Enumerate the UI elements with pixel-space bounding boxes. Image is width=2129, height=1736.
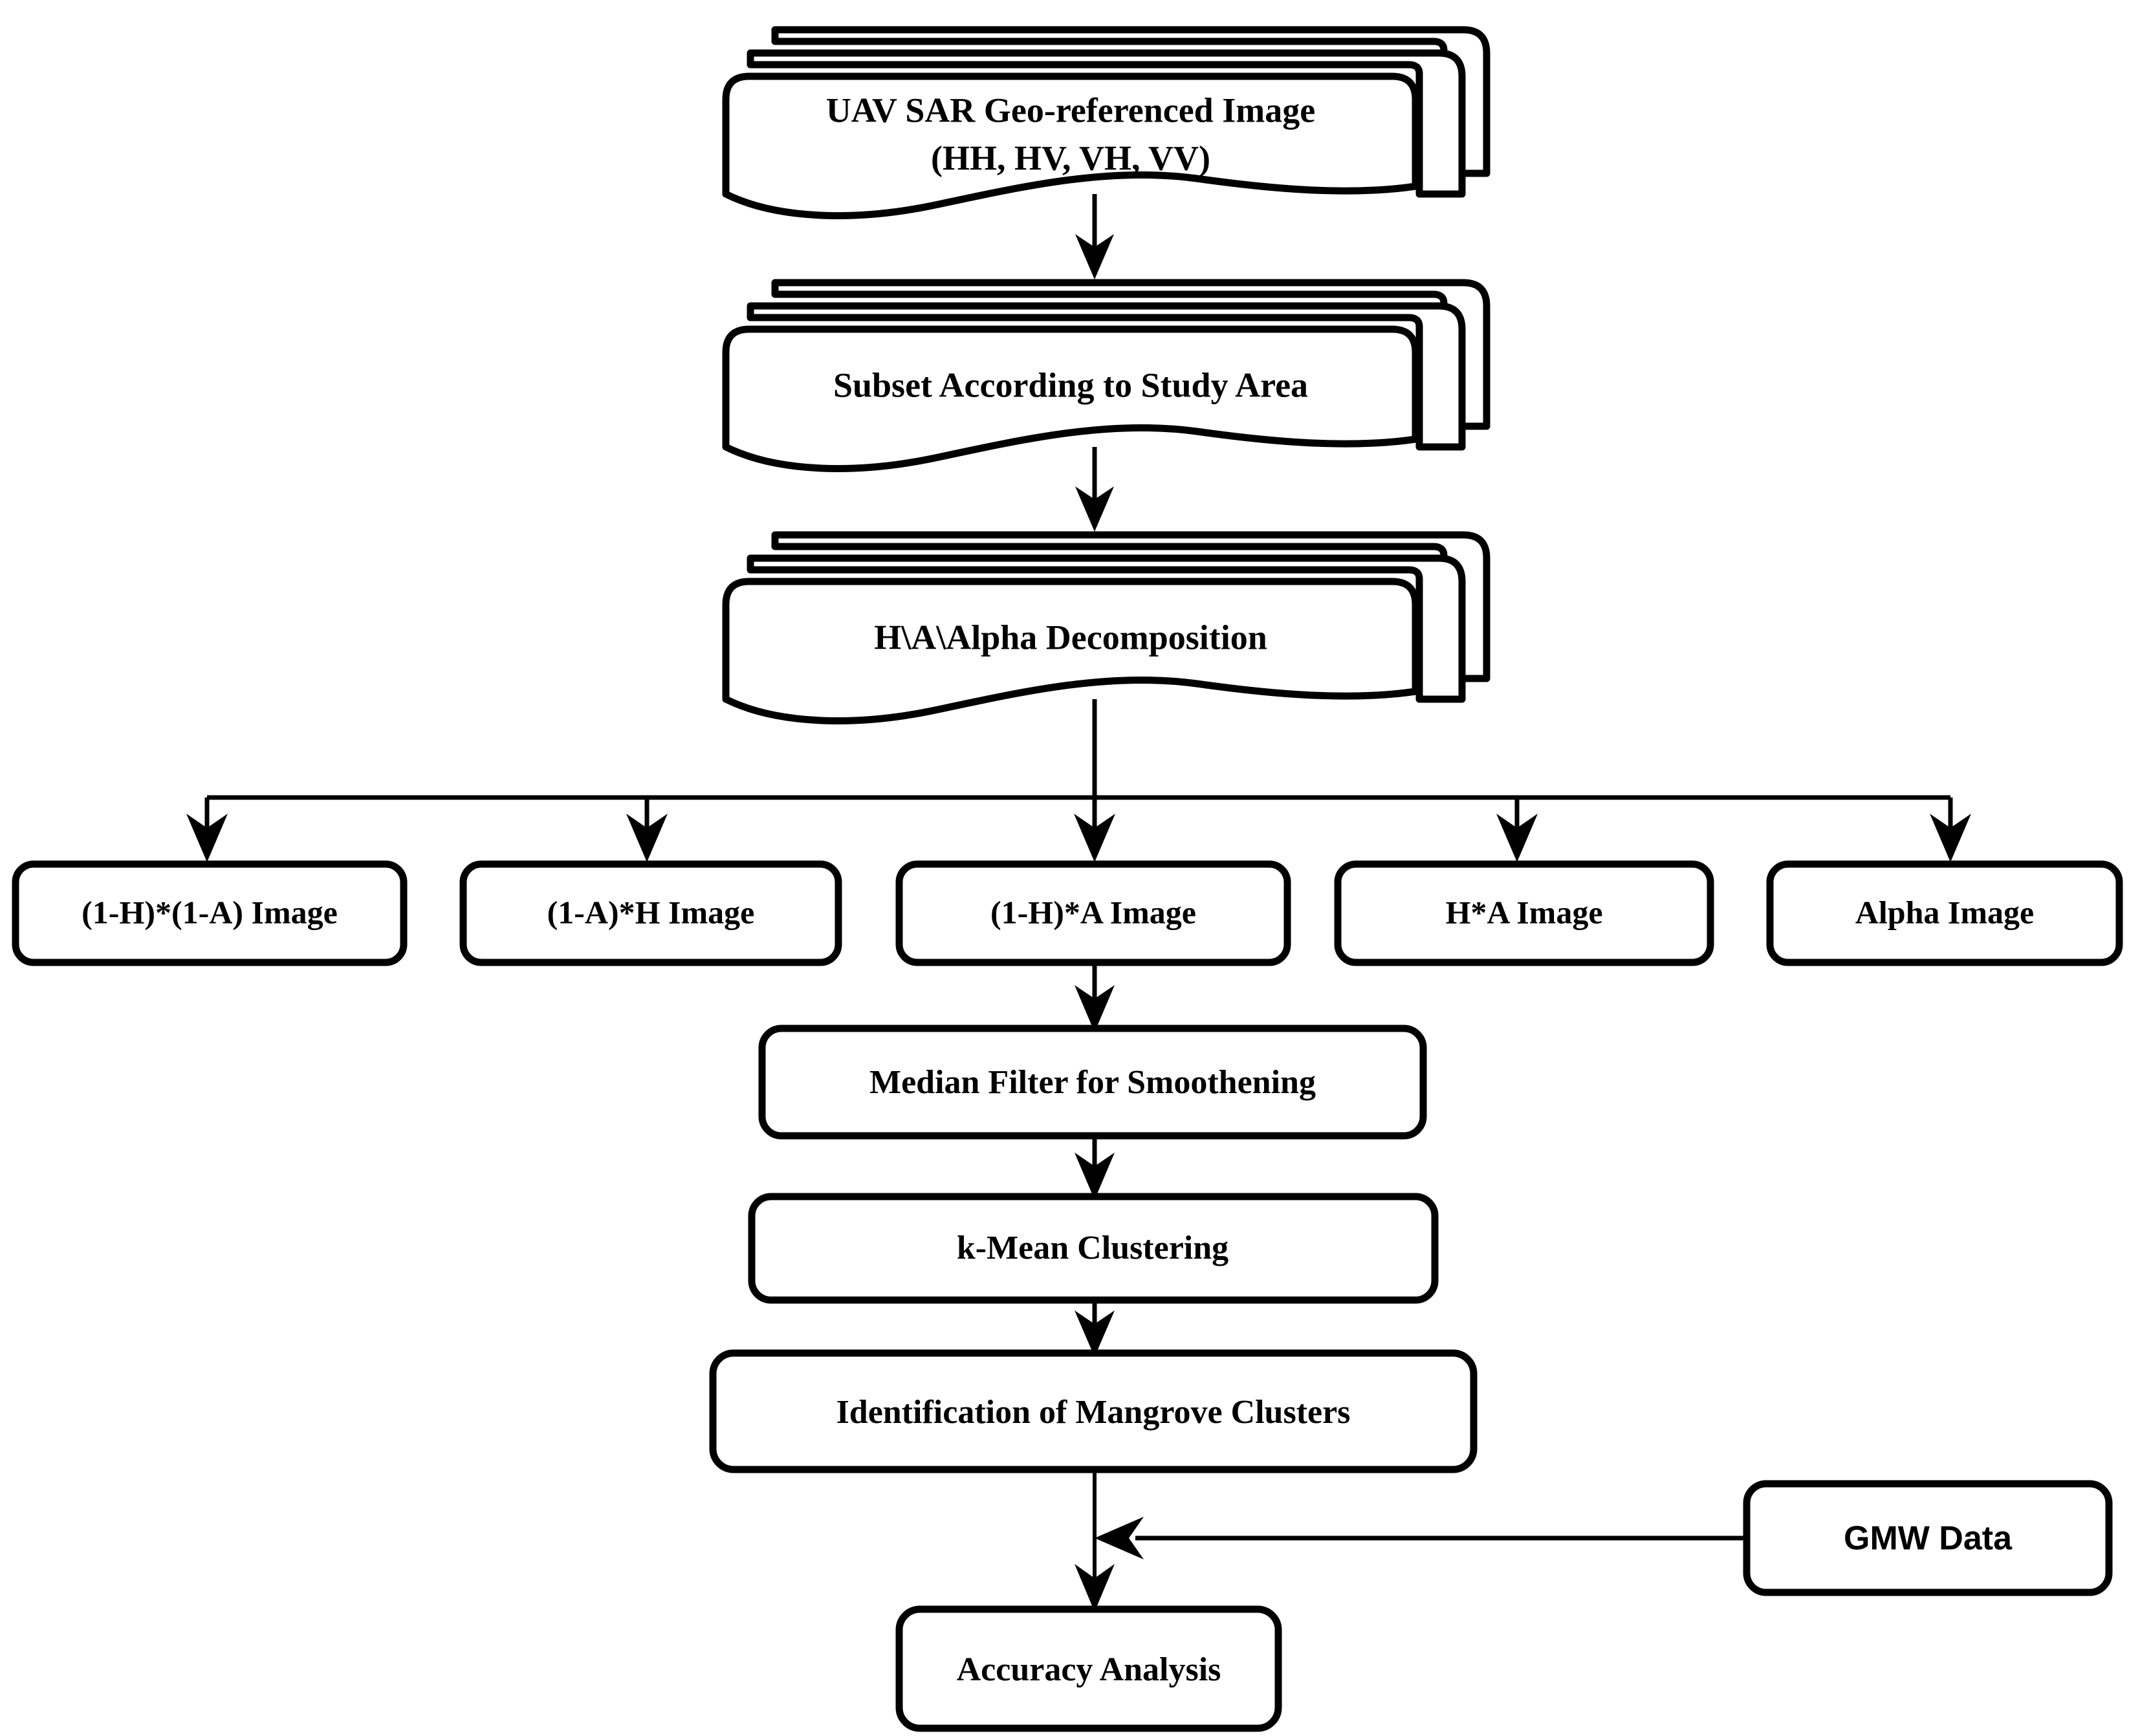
node-branch-product-1[interactable]: (1-A)*H Image [459,860,842,966]
document-back-sheet-2 [747,302,1466,451]
node-kmean-clustering[interactable]: k-Mean Clustering [748,1193,1439,1304]
node-accuracy-analysis[interactable]: Accuracy Analysis [895,1605,1282,1732]
node-subset[interactable]: Subset According to Study Area [722,279,1490,472]
subset-label: Subset According to Study Area [833,365,1308,404]
input-image-label-line2: (HH, HV, VH, VV) [931,138,1210,177]
branch-box-0 [12,860,408,966]
kmean-label: k-Mean Clustering [957,1230,1228,1266]
node-branch-product-3[interactable]: H*A Image [1334,860,1714,966]
branch-label-4: Alpha Image [1855,894,2034,930]
edge-decomposition-split-bus [186,699,1971,862]
branch-label-2: (1-H)*A Image [990,894,1196,930]
branch-label-3: H*A Image [1445,894,1602,930]
node-median-filter[interactable]: Median Filter for Smoothening [758,1025,1427,1140]
edge-identification-to-accuracy [1075,1470,1115,1612]
edge-subset-to-decomposition [1075,447,1114,532]
document-back-sheet-2 [747,554,1466,703]
branch-box-4 [1766,860,2123,966]
node-branch-product-0[interactable]: (1-H)*(1-A) Image [12,860,408,966]
input-image-label-line1: UAV SAR Geo-referenced Image [826,91,1315,129]
document-front-sheet [722,72,1419,219]
document-front-sheet [722,578,1419,724]
median-filter-label: Median Filter for Smoothening [869,1064,1316,1101]
edge-gmw-to-main-stem [1095,1517,1747,1559]
node-gmw-data[interactable]: GMW Data [1743,1480,2113,1596]
node-branch-product-2[interactable]: (1-H)*A Image [895,860,1291,966]
edge-branch2-to-median-filter [1075,962,1115,1032]
decomposition-label: H\A\Alpha Decomposition [874,618,1267,656]
identification-label: Identification of Mangrove Clusters [836,1394,1351,1431]
node-identification[interactable]: Identification of Mangrove Clusters [709,1349,1478,1473]
edge-input-to-subset [1075,194,1114,279]
branch-box-1 [459,860,842,966]
accuracy-analysis-label: Accuracy Analysis [957,1651,1221,1688]
document-back-sheet-2 [747,49,1466,198]
document-front-sheet [722,325,1419,472]
edge-kmean-to-identification [1075,1300,1115,1357]
node-input-image[interactable]: UAV SAR Geo-referenced Image (HH, HV, VH… [722,26,1490,219]
accuracy-analysis-box [895,1605,1282,1732]
branch-box-3 [1334,860,1714,966]
branch-label-1: (1-A)*H Image [547,894,755,930]
node-branch-product-4[interactable]: Alpha Image [1766,860,2123,966]
edge-median-filter-to-kmean [1075,1136,1115,1200]
gmw-data-label: GMW Data [1844,1520,2013,1557]
node-decomposition[interactable]: H\A\Alpha Decomposition [722,531,1490,724]
branch-label-0: (1-H)*(1-A) Image [82,894,338,930]
